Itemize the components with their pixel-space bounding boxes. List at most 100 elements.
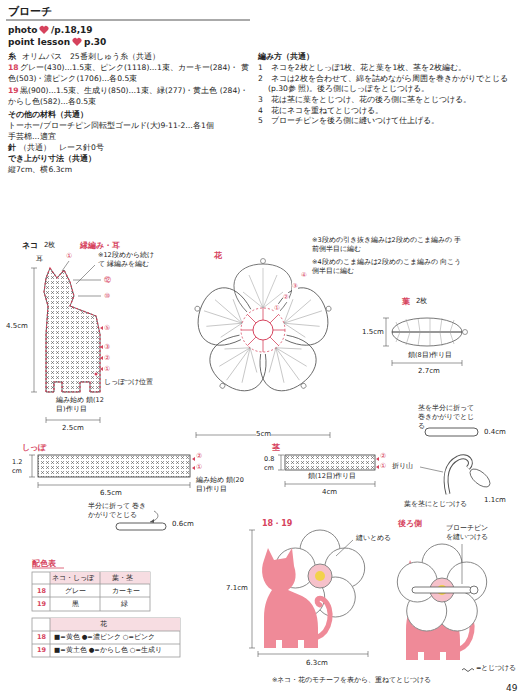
label: グレー bbox=[65, 587, 86, 596]
label: ※ネコ・花のモチーフを表から、重ねてとじつける bbox=[272, 676, 431, 685]
label: ① bbox=[196, 463, 202, 473]
label: /p.18,19 bbox=[51, 24, 93, 37]
label: 折り山 bbox=[392, 462, 413, 471]
label: 縦7cm、横6.3cm bbox=[8, 165, 72, 176]
label: 2.7cm bbox=[418, 367, 440, 377]
label: 18 bbox=[37, 587, 46, 596]
label: 2枚 bbox=[416, 297, 427, 307]
label: 花 bbox=[214, 250, 222, 261]
color-tables bbox=[32, 568, 180, 657]
label: ② bbox=[104, 354, 110, 364]
label: 1.2 cm bbox=[12, 458, 25, 476]
label: 1.1cm bbox=[484, 496, 506, 506]
label: ■=黄色 ●=濃ピンク ○=ピンク bbox=[54, 633, 155, 642]
label: photo bbox=[8, 24, 38, 37]
label: ② bbox=[283, 293, 289, 302]
label: その他の材料（共通） bbox=[8, 110, 88, 121]
label: 0.4cm bbox=[484, 428, 506, 438]
stem-chart bbox=[278, 428, 493, 494]
label: 19 bbox=[37, 600, 46, 609]
label: 緑 bbox=[121, 600, 128, 609]
flower-chart bbox=[186, 259, 340, 439]
label: ■=黄土色 ●=からし色 ○=生成り bbox=[54, 646, 162, 655]
label: 編み始め 鎖(12目)作り目 bbox=[56, 396, 106, 414]
label: 黒(900)…1.5束、生成り(850)…1束、緑(277)・黄土色 (284)… bbox=[8, 86, 253, 107]
label: 茎 bbox=[272, 442, 280, 453]
label: ① bbox=[274, 304, 280, 313]
label: 編み始め 鎖(20目)作り目 bbox=[196, 476, 248, 494]
label: 0.6cm bbox=[172, 520, 194, 530]
label: 縁編み・耳 bbox=[80, 240, 120, 251]
label: しっぽ bbox=[22, 442, 46, 453]
label: 4.5cm bbox=[6, 322, 28, 332]
label: 茎を半分に折って 巻きかがりでとじる bbox=[418, 404, 480, 431]
label: ※4段めのこま編みは2段めのこま編みの 向こう側半目に編む bbox=[312, 258, 462, 276]
label: しっぽつけ位置 bbox=[104, 378, 153, 387]
label: ② bbox=[380, 452, 386, 462]
label: 7.1cm bbox=[226, 584, 248, 594]
label: 配色表 bbox=[32, 558, 56, 569]
label: 4 花にネコを重ねてとじつける。 bbox=[258, 106, 524, 117]
label: p.30 bbox=[84, 36, 106, 49]
assembly-back bbox=[397, 544, 486, 672]
label: ① bbox=[66, 252, 72, 262]
label: 半分に折って 巻きかがりでとじる bbox=[88, 502, 150, 520]
label: ブローチピン を縫いつける bbox=[446, 524, 490, 542]
label: ⑤ bbox=[104, 324, 110, 334]
label: でき上がり寸法（共通） bbox=[8, 154, 96, 165]
label: カーキー bbox=[112, 587, 140, 596]
label: 鎖(8目)作り目 bbox=[408, 351, 452, 360]
label: 編み方（共通） bbox=[258, 52, 314, 63]
label: 黒 bbox=[72, 600, 79, 609]
assembly-front bbox=[249, 530, 368, 657]
label: 葉・茎 bbox=[112, 574, 133, 583]
legend-sample bbox=[462, 669, 474, 672]
label: 葉を茎にとじつける bbox=[404, 500, 467, 509]
label: 18・19 bbox=[262, 518, 292, 529]
label: 5cm bbox=[256, 430, 271, 440]
label: トーホー/ブローチピン回転型ゴールド(大)9-11-2…各1個 bbox=[8, 121, 214, 132]
label: 18 bbox=[8, 63, 19, 74]
label: 1.5cm bbox=[362, 328, 384, 338]
page-title: ブローチ bbox=[8, 4, 52, 19]
label: 19 bbox=[8, 86, 19, 97]
label: （共通） レース針0号 bbox=[19, 143, 104, 154]
label: 針 bbox=[8, 143, 16, 154]
label: 6.5cm bbox=[100, 489, 122, 499]
label: ネコ・しっぽ bbox=[52, 574, 94, 583]
label: 耳 bbox=[36, 255, 43, 265]
label: 花 bbox=[100, 620, 107, 629]
leaf-chart bbox=[383, 318, 468, 366]
label: 3 花は茎に葉をとじつけ、花の後ろ側に茎をとじつける。 bbox=[258, 95, 524, 106]
label: ① bbox=[104, 365, 110, 375]
label: 鎖(12目)作り目 bbox=[308, 472, 356, 481]
label: ⑫ bbox=[104, 276, 111, 286]
label: 18 bbox=[37, 633, 46, 642]
label: 縫いとめる bbox=[356, 534, 391, 543]
label: ② bbox=[196, 452, 202, 462]
label: point lesson bbox=[8, 36, 70, 49]
label: 2枚 bbox=[44, 241, 55, 251]
label: 後ろ側 bbox=[398, 518, 422, 529]
label: 葉 bbox=[402, 296, 410, 307]
label: 5 ブローチピンを後ろ側に縫いつけて仕上げる。 bbox=[258, 116, 524, 127]
tail-chart bbox=[29, 455, 195, 530]
label: 49 bbox=[506, 682, 517, 695]
label: 糸 bbox=[8, 52, 16, 63]
label: オリムパス 25番刺しゅう糸（共通） bbox=[22, 52, 160, 63]
label: ネコ bbox=[22, 240, 38, 251]
label: 2 ネコは2枚を合わせて、綿を詰めながら周囲を巻きかがりでとじる(p.30参 照… bbox=[258, 74, 524, 95]
label: 2.5cm bbox=[62, 424, 84, 434]
label: ※3段めの引き抜き編みは2段めのこま編みの 手前側半目に編む bbox=[312, 236, 462, 254]
label: ※12段めから続けて 縁編みを編む bbox=[98, 251, 160, 269]
label: ④ bbox=[301, 271, 307, 280]
label: 19 bbox=[37, 646, 46, 655]
label: 1 ネコを2枚としっぽ1枚、花と葉を1枚、茎を2枚編む。 bbox=[258, 63, 524, 74]
label: 手芸棉…適宜 bbox=[8, 132, 56, 143]
label: ③ bbox=[292, 282, 298, 291]
label: 0.8 cm bbox=[264, 455, 277, 473]
label: 4cm bbox=[322, 488, 337, 498]
legend-text: =とじつける bbox=[476, 664, 516, 673]
label: ⑩ bbox=[104, 292, 110, 302]
